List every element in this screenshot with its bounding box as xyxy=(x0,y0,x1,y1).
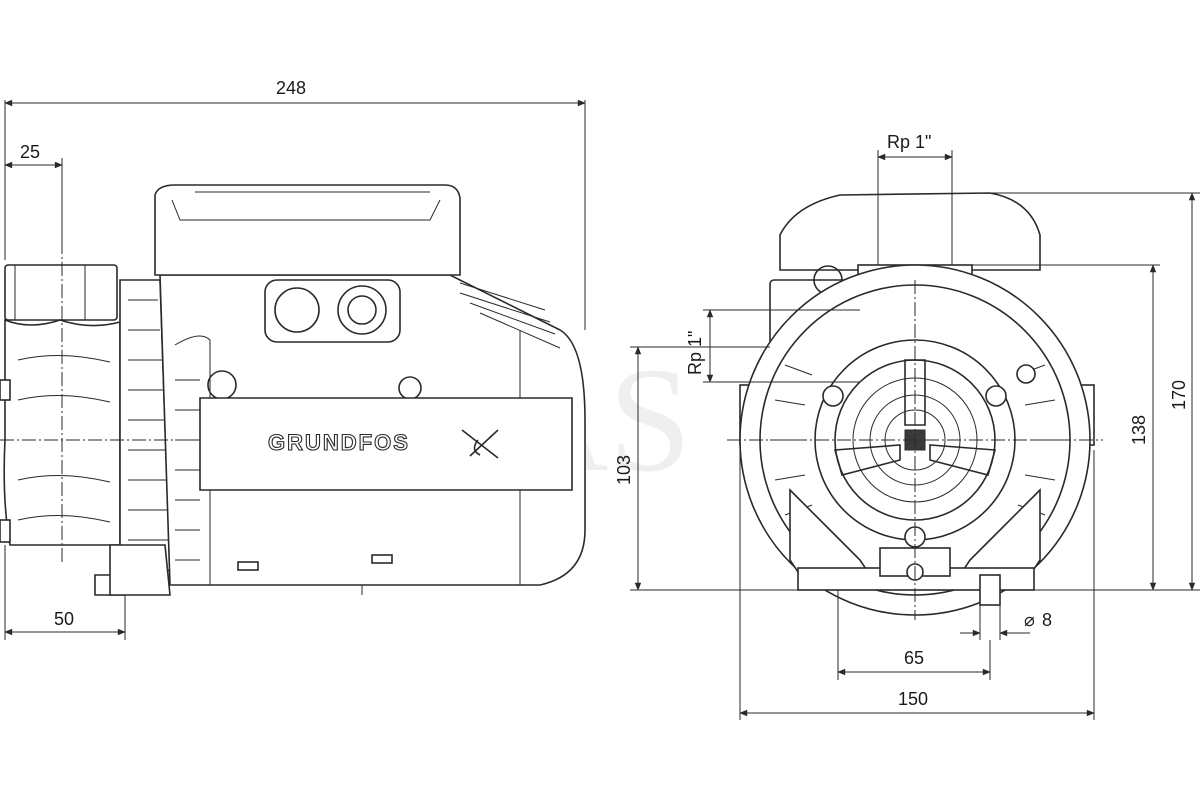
label-plate xyxy=(199,397,573,491)
side-view: GRUNDFOS xyxy=(0,184,586,596)
dim-suction-thread: Rp 1" xyxy=(685,331,705,375)
dim-overall-height: 170 xyxy=(1169,380,1189,410)
brand-x-mark xyxy=(461,429,499,459)
dim-shaft-height: 103 xyxy=(614,455,634,485)
dim-foot-offset: 50 xyxy=(54,609,74,629)
dim-discharge-thread: Rp 1" xyxy=(887,132,931,152)
terminal-box xyxy=(154,184,461,276)
dim-outlet-height: 138 xyxy=(1129,415,1149,445)
front-terminal-box xyxy=(779,192,1041,271)
dim-overall-width: 150 xyxy=(898,689,928,709)
dim-foot-span: 65 xyxy=(904,648,924,668)
connector-boss xyxy=(264,279,401,343)
side-dimensions: 248 25 50 xyxy=(4,78,586,640)
front-dimensions: Rp 1" Rp 1" 103 138 170 ⌀ 8 65 xyxy=(614,132,1200,720)
pump-housing xyxy=(3,318,121,546)
front-view xyxy=(727,192,1103,620)
inlet-flange xyxy=(4,264,118,321)
diameter-symbol: ⌀ xyxy=(1024,610,1035,630)
brand-logo: GRUNDFOS xyxy=(268,430,410,455)
dim-bolt-hole: 8 xyxy=(1042,610,1052,630)
dim-overall-length: 248 xyxy=(276,78,306,98)
dim-inlet-offset: 25 xyxy=(20,142,40,162)
